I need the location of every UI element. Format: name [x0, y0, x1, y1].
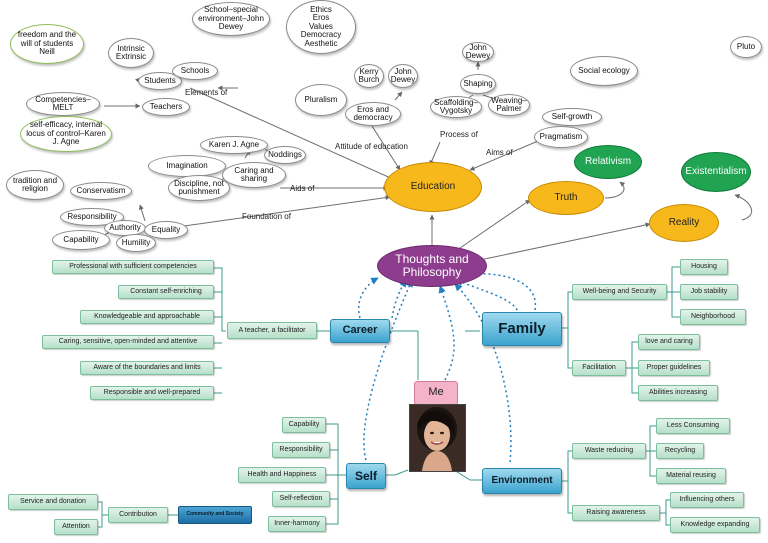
service-donation-node[interactable]: Service and donation: [8, 494, 98, 510]
profile-photo: [409, 404, 466, 472]
self-node[interactable]: Self: [346, 463, 386, 489]
knowledge-expanding-node[interactable]: Knowledge expanding: [670, 517, 760, 533]
career-node[interactable]: Career: [330, 319, 390, 343]
self-responsibility-node[interactable]: Responsibility: [272, 442, 330, 458]
self-growth-node[interactable]: Self-growth: [542, 108, 602, 126]
career-item-4[interactable]: Caring, sensitive, open-minded and atten…: [42, 335, 214, 349]
thoughts-and-philosophy-node[interactable]: Thoughts and Philosophy: [377, 245, 487, 287]
students-node[interactable]: Students: [138, 72, 182, 90]
weaving-node[interactable]: Weaving–Palmer: [488, 94, 530, 116]
neighborhood-node[interactable]: Neighborhood: [680, 309, 746, 325]
link-label-process: Process of: [440, 130, 478, 139]
facilitation-node[interactable]: Facilitation: [572, 360, 626, 376]
family-node[interactable]: Family: [482, 312, 562, 346]
competencies-node[interactable]: Competencies–MELT: [26, 92, 100, 116]
john-dewey-node-1[interactable]: John Dewey: [388, 64, 418, 88]
link-label-elements-of: Elements of: [185, 88, 228, 97]
pluto-node[interactable]: Pluto: [730, 36, 762, 58]
link-label-aids: Aids of: [290, 184, 315, 193]
recycling-node[interactable]: Recycling: [656, 443, 704, 459]
intrinsic-node[interactable]: Intrinsic Extrinsic: [108, 38, 154, 68]
education-node[interactable]: Education: [384, 162, 482, 212]
john-dewey-node-2[interactable]: John Dewey: [462, 42, 494, 62]
influencing-others-node[interactable]: Influencing others: [670, 492, 744, 508]
existentialism-node[interactable]: Existentialism: [681, 152, 751, 192]
career-item-2[interactable]: Constant self-enriching: [118, 285, 214, 299]
imagination-node[interactable]: Imagination: [148, 155, 226, 177]
relativism-node[interactable]: Relativism: [574, 145, 642, 179]
conservatism-node[interactable]: Conservatism: [70, 182, 132, 200]
teachers-node[interactable]: Teachers: [142, 98, 190, 116]
less-consuming-node[interactable]: Less Consuming: [656, 418, 730, 434]
abilities-increasing-node[interactable]: Abilities increasing: [638, 385, 718, 401]
career-item-6[interactable]: Responsible and well-prepared: [90, 386, 214, 400]
housing-node[interactable]: Housing: [680, 259, 728, 275]
truth-node[interactable]: Truth: [528, 181, 604, 215]
discipline-node[interactable]: Discipline, not punishment: [168, 175, 230, 201]
pragmatism-node[interactable]: Pragmatism: [534, 126, 588, 148]
reality-node[interactable]: Reality: [649, 204, 719, 242]
environment-node[interactable]: Environment: [482, 468, 562, 494]
capability-oval-node[interactable]: Capability: [52, 230, 110, 250]
responsibility-oval-node[interactable]: Responsibility: [60, 208, 124, 226]
career-item-5[interactable]: Aware of the boundaries and limits: [80, 361, 214, 375]
attention-node[interactable]: Attention: [54, 519, 98, 535]
me-node[interactable]: Me: [414, 381, 458, 405]
humility-node[interactable]: Humility: [116, 234, 156, 252]
love-caring-node[interactable]: love and caring: [638, 334, 700, 350]
inner-harmony-node[interactable]: Inner-harmony: [268, 516, 326, 532]
proper-guidelines-node[interactable]: Proper guidelines: [638, 360, 710, 376]
tradition-node[interactable]: tradition and religion: [6, 170, 64, 200]
portrait-image: [410, 405, 465, 471]
kerry-burch-node[interactable]: Kerry Burch: [354, 64, 384, 88]
link-label-aims: Aims of: [486, 148, 513, 157]
material-reusing-node[interactable]: Material reusing: [656, 468, 726, 484]
karen-agne-node[interactable]: Karen J. Agne: [200, 136, 268, 154]
shaping-node[interactable]: Shaping: [460, 74, 496, 94]
waste-reducing-node[interactable]: Waste reducing: [572, 443, 646, 459]
link-label-attitude: Attitude of education: [335, 142, 408, 151]
noddings-node[interactable]: Noddings: [264, 146, 306, 164]
pluralism-node[interactable]: Pluralism: [295, 84, 347, 116]
self-reflection-node[interactable]: Self-reflection: [272, 491, 330, 507]
school-special-node[interactable]: School–special environment–John Dewey: [192, 2, 270, 36]
career-item-3[interactable]: Knowledgeable and approachable: [80, 310, 214, 324]
social-ecology-node[interactable]: Social ecology: [570, 56, 638, 86]
schools-node[interactable]: Schools: [172, 62, 218, 80]
self-efficacy-node[interactable]: self-efficacy, internal locus of control…: [20, 116, 112, 152]
teacher-facilitator-node[interactable]: A teacher, a facilitator: [227, 322, 317, 339]
raising-awareness-node[interactable]: Raising awareness: [572, 505, 660, 521]
link-label-foundation: Foundation of: [242, 212, 291, 221]
community-society-node[interactable]: Community and Society: [178, 506, 252, 524]
health-happiness-node[interactable]: Health and Happiness: [238, 467, 326, 483]
wellbeing-node[interactable]: Well-being and Security: [572, 284, 667, 300]
caring-sharing-node[interactable]: Caring and sharing: [222, 162, 286, 188]
contribution-node[interactable]: Contribution: [108, 507, 168, 523]
scaffolding-node[interactable]: Scaffolding–Vygotsky: [430, 96, 482, 118]
career-item-1[interactable]: Professional with sufficient competencie…: [52, 260, 214, 274]
equality-node[interactable]: Equality: [144, 221, 188, 239]
self-capability-node[interactable]: Capability: [282, 417, 326, 433]
job-stability-node[interactable]: Job stability: [680, 284, 738, 300]
freedom-node[interactable]: freedom and the will of students Neill: [10, 24, 84, 64]
ethics-node[interactable]: Ethics Eros Values Democracy Aesthetic: [286, 0, 356, 54]
eros-democracy-node[interactable]: Eros and democracy: [345, 102, 401, 126]
